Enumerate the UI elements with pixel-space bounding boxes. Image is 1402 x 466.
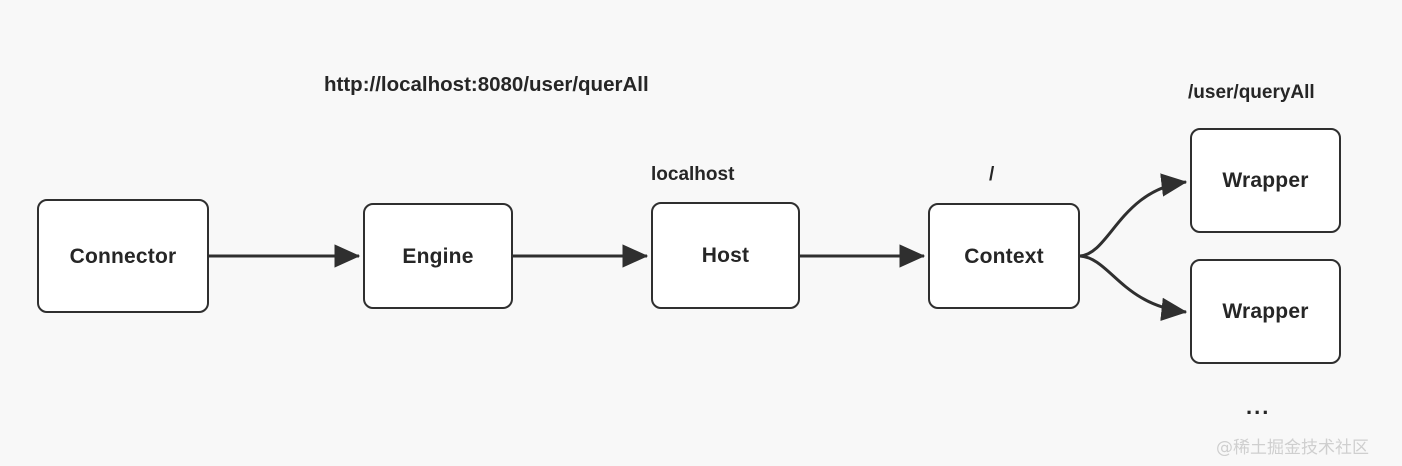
node-context-label: Context [964,244,1044,268]
node-connector-label: Connector [69,244,177,268]
wrapper-path-label: /user/queryAll [1188,82,1315,103]
node-wrapper-top[interactable]: Wrapper [1190,128,1341,233]
request-url-label: http://localhost:8080/user/querAll [324,73,649,96]
node-wrapper-top-label: Wrapper [1222,169,1309,192]
watermark: @稀土掘金技术社区 [1216,438,1369,458]
more-wrappers-ellipsis: ... [1246,394,1271,419]
node-engine[interactable]: Engine [363,203,513,309]
node-host[interactable]: Host [651,202,800,309]
node-engine-label: Engine [402,244,474,268]
edge-context-to-wrapper-top [1079,173,1188,258]
context-path-label: / [989,164,995,185]
node-wrapper-bottom-label: Wrapper [1222,300,1309,323]
node-host-label: Host [701,244,750,267]
node-connector[interactable]: Connector [37,199,209,313]
node-wrapper-bottom[interactable]: Wrapper [1190,259,1341,364]
host-name-label: localhost [651,164,735,185]
edge-context-to-wrapper-bottom [1079,254,1188,321]
node-context[interactable]: Context [928,203,1080,309]
